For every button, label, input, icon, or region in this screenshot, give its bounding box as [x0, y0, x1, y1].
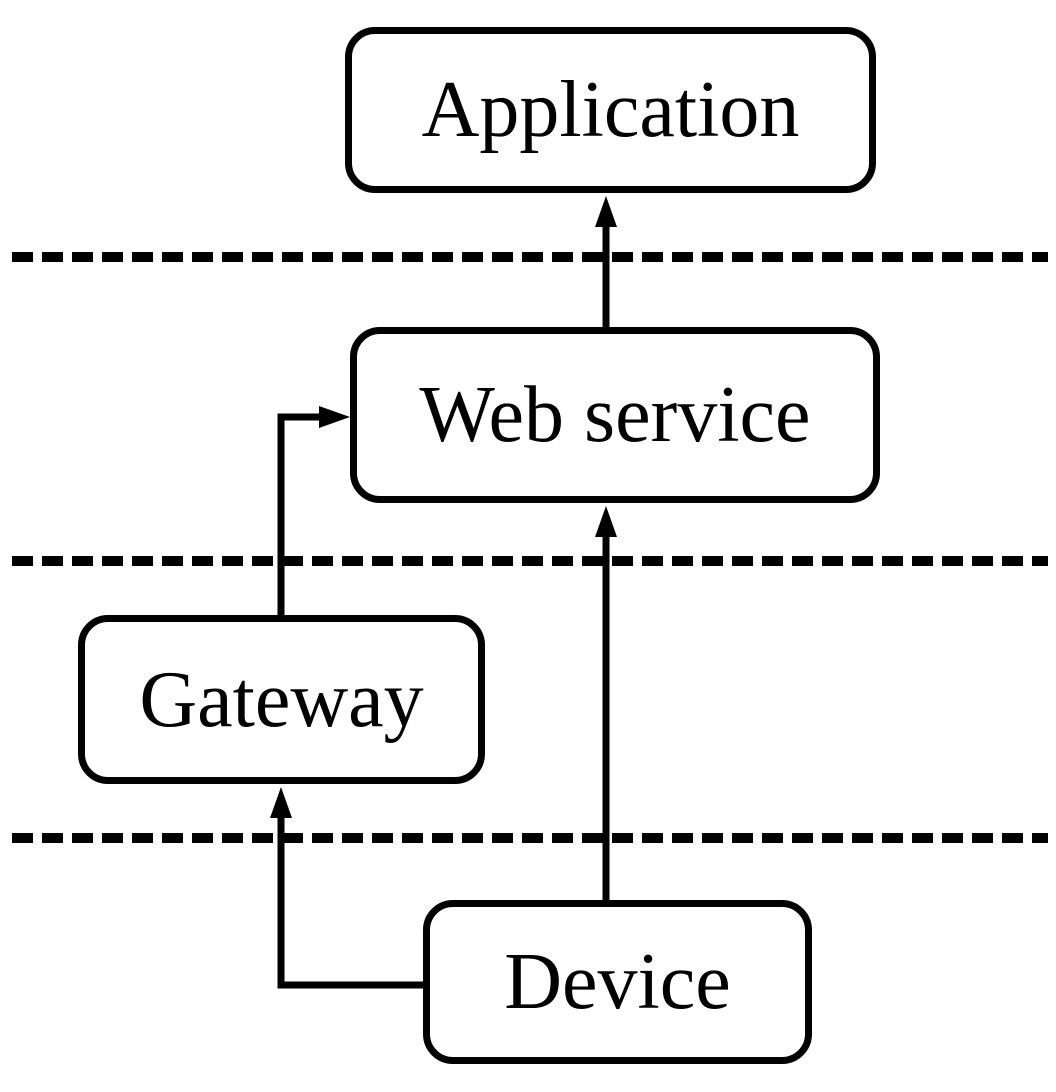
layer-separator-1: [12, 252, 1048, 262]
node-gateway-label: Gateway: [139, 655, 424, 744]
edge-device-to-gateway: [270, 787, 427, 989]
arrowhead-up-icon: [270, 787, 292, 818]
node-web-service-label: Web service: [419, 371, 811, 459]
node-web-service: Web service: [350, 327, 880, 503]
node-gateway: Gateway: [78, 615, 485, 784]
arrowhead-up-icon: [595, 196, 617, 227]
arrowhead-up-icon: [595, 506, 617, 537]
edge-device-to-webservice: [595, 506, 617, 905]
node-application-label: Application: [421, 66, 800, 154]
layer-separator-2: [12, 556, 1048, 566]
edge-webservice-to-application: [595, 196, 617, 335]
node-application: Application: [345, 27, 876, 193]
node-device: Device: [423, 900, 812, 1064]
arrowhead-right-icon: [319, 406, 350, 428]
node-device-label: Device: [504, 938, 731, 1026]
layer-separator-3: [12, 833, 1048, 843]
edge-gateway-to-webservice: [277, 406, 350, 620]
